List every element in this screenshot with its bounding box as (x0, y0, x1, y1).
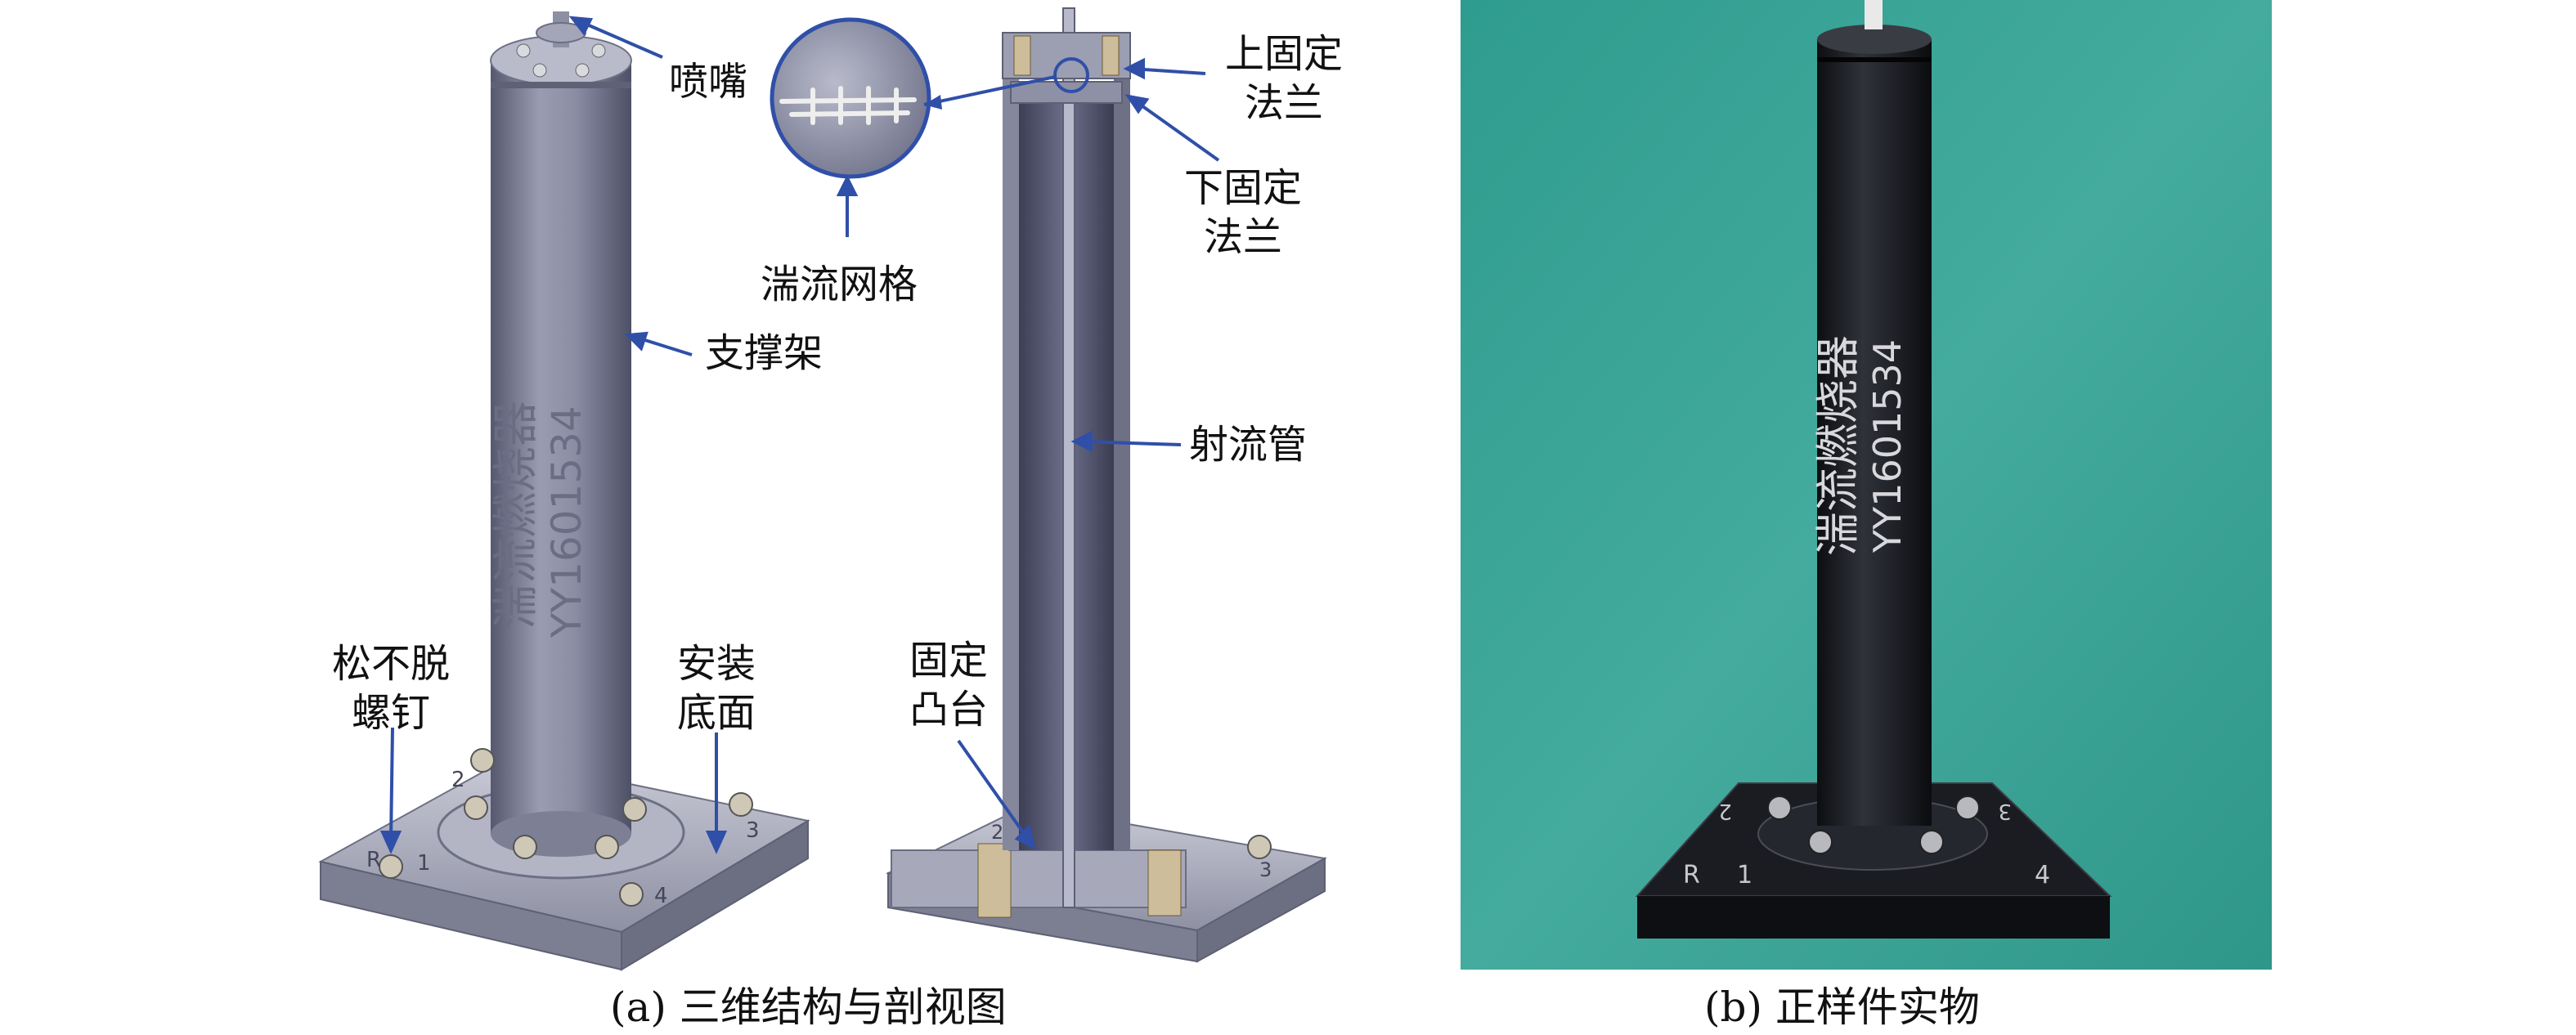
base-mark-3: 3 (746, 818, 760, 843)
photo-mark-3: 3 (1998, 799, 2012, 823)
zoom-marker (1053, 57, 1089, 93)
label-upper-flange: 上固定 法兰 (1210, 29, 1358, 128)
photo-mark-r: R (1683, 861, 1700, 889)
label-mount-base: 安装 底面 (659, 639, 774, 737)
label-captive-screw-line2: 螺钉 (351, 690, 430, 736)
label-captive-screw-line1: 松不脱 (331, 641, 450, 687)
label-fixed-boss: 固定 凸台 (891, 636, 1006, 734)
jet-tube (1062, 7, 1075, 908)
label-lower-flange: 下固定 法兰 (1169, 164, 1317, 262)
engraved-code-left: YY1601534 (543, 405, 590, 638)
left-3d-model: R 1 2 3 4 湍流燃烧器 YY1601534 (318, 11, 810, 971)
label-lower-flange-line2: 法兰 (1203, 214, 1282, 260)
section-outer-wall-right (1114, 78, 1130, 850)
photo-cylinder (1817, 39, 1932, 826)
label-swirl-grid: 湍流网格 (761, 262, 918, 307)
photo-base-front (1637, 896, 2110, 939)
engraved-name-photo: 湍流燃烧器 (1812, 335, 1864, 556)
label-fixed-boss-line2: 凸台 (909, 687, 988, 733)
support-frame-body (491, 60, 631, 834)
base-mark-4: 4 (654, 884, 668, 908)
label-mount-base-line1: 安装 (676, 641, 756, 687)
label-lower-flange-line1: 下固定 (1183, 165, 1302, 211)
section-outer-wall-left (1003, 78, 1019, 850)
svg-text:2: 2 (991, 821, 1003, 844)
label-mount-base-line2: 底面 (676, 690, 756, 736)
captive-screws (379, 748, 753, 907)
photo-mark-4: 4 (2035, 861, 2050, 889)
label-jet-tube: 射流管 (1189, 422, 1308, 468)
caption-panel-b: (b) 正样件实物 (1704, 983, 1980, 1031)
base-mark-r: R (366, 848, 381, 872)
label-captive-screw: 松不脱 螺钉 (317, 639, 464, 737)
svg-text:3: 3 (1259, 858, 1272, 881)
label-support-frame: 支撑架 (705, 330, 824, 376)
engraved-name-left: 湍流燃烧器 (490, 401, 543, 630)
section-base-cut (891, 849, 1187, 908)
label-upper-flange-line2: 法兰 (1244, 80, 1323, 126)
label-fixed-boss-line1: 固定 (909, 638, 988, 683)
leader-lines (379, 16, 1220, 854)
swirl-grid-zoom (770, 17, 1056, 179)
label-upper-flange-line1: 上固定 (1224, 31, 1343, 77)
photo-mark-1: 1 (1737, 861, 1752, 889)
label-nozzle: 喷嘴 (669, 59, 748, 105)
photo-nozzle (1865, 0, 1883, 29)
section-view: 2 3 (885, 7, 1327, 963)
base-mark-2: 2 (451, 768, 465, 792)
sample-photo: R 1 2 3 4 湍流燃烧器 YY1601534 (1461, 0, 2272, 970)
base-plate-side-right (621, 819, 809, 971)
engraved-code-photo: YY1601534 (1865, 339, 1910, 553)
caption-panel-a: (a) 三维结构与剖视图 (610, 983, 1007, 1031)
photo-mark-2: 2 (1718, 799, 1732, 823)
base-mark-1: 1 (417, 851, 431, 876)
